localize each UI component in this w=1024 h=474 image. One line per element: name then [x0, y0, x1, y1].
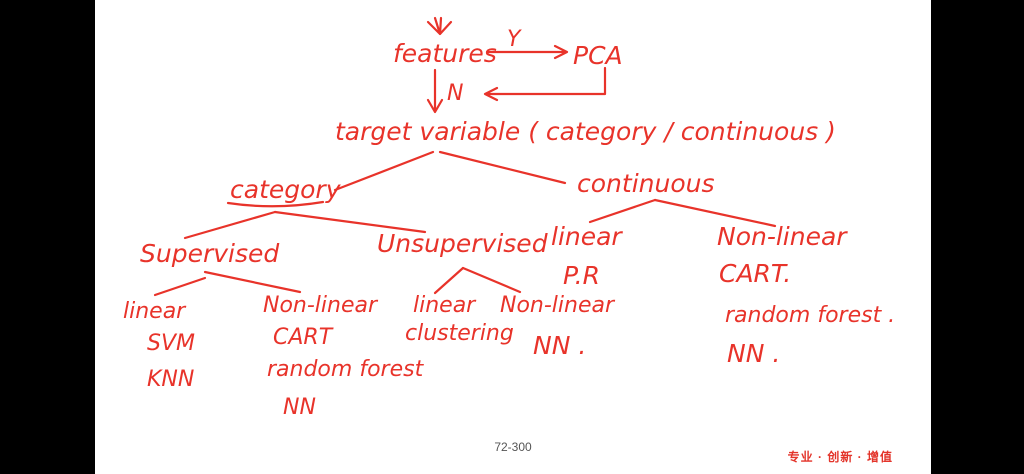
- node-unsupervised-linear: linear: [413, 293, 477, 318]
- leaf-unsup-nn: NN .: [533, 331, 586, 360]
- leaf-clustering: clustering: [405, 321, 514, 346]
- node-supervised: Supervised: [140, 239, 279, 268]
- arrow-from-pca: [483, 66, 607, 102]
- edge-unsupervised-nonlinear: [461, 266, 522, 294]
- edge-unsupervised-linear: [433, 266, 465, 295]
- leaf-knn: KNN: [147, 367, 194, 392]
- node-unsupervised-nonlinear: Non-linear: [500, 293, 616, 318]
- node-continuous-nonlinear: Non-linear: [717, 222, 848, 251]
- page-number: 72-300: [494, 440, 532, 454]
- edge-continuous-nonlinear: [653, 198, 777, 228]
- arrow-to-target: [426, 68, 444, 114]
- brand-slogan: 专业 · 创新 · 增值: [787, 450, 893, 464]
- input-arrow: [426, 16, 453, 36]
- leaf-nn: NN: [283, 395, 316, 420]
- node-continuous-linear: linear: [551, 222, 623, 251]
- edge-supervised-linear: [153, 276, 207, 297]
- leaf-random-forest: random forest: [267, 357, 425, 382]
- label-no: N: [447, 81, 463, 106]
- arrow-to-pca: [485, 44, 569, 60]
- slide: features Y PCA N target variable ( categ…: [95, 0, 931, 474]
- node-features: features: [393, 39, 497, 68]
- edge-target-category: [333, 150, 435, 192]
- label-yes: Y: [507, 27, 522, 52]
- edge-target-continuous: [438, 150, 567, 185]
- edge-category-unsupervised: [273, 210, 427, 234]
- leaf-svm: SVM: [147, 331, 195, 356]
- node-target-variable: target variable ( category / continuous …: [335, 117, 836, 146]
- node-unsupervised: Unsupervised: [377, 229, 548, 258]
- leaf-cont-nn: NN .: [727, 339, 780, 368]
- leaf-cont-cart: CART.: [719, 259, 791, 288]
- node-continuous: continuous: [577, 169, 715, 198]
- category-underline: [226, 200, 325, 208]
- edge-category-supervised: [183, 210, 277, 240]
- node-pca: PCA: [573, 41, 623, 70]
- leaf-cart: CART: [273, 325, 334, 350]
- edge-supervised-nonlinear: [203, 270, 302, 294]
- node-supervised-linear: linear: [123, 299, 187, 324]
- edge-continuous-linear: [588, 198, 657, 224]
- leaf-pr: P.R: [563, 261, 600, 290]
- decision-tree-diagram: features Y PCA N target variable ( categ…: [123, 16, 895, 420]
- leaf-cont-random-forest: random forest .: [725, 303, 895, 328]
- node-supervised-nonlinear: Non-linear: [263, 293, 379, 318]
- node-category: category: [230, 175, 342, 204]
